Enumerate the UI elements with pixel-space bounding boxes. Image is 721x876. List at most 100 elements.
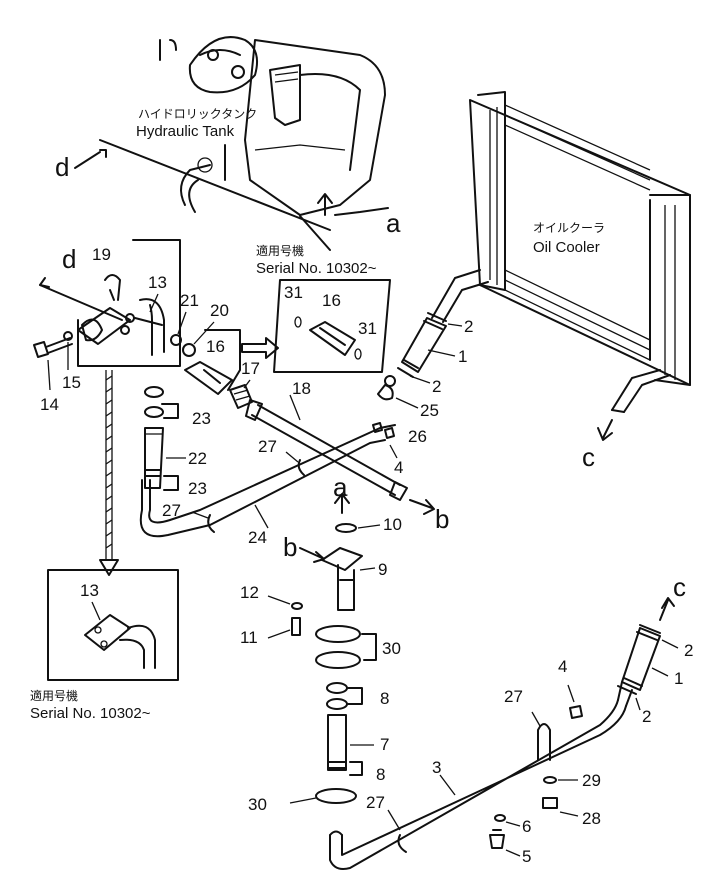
- clamp-2-lower-a: [636, 624, 661, 641]
- part-2-d: 2: [642, 707, 651, 726]
- part-7: 7: [380, 735, 389, 754]
- part-2-b: 2: [432, 377, 441, 396]
- part-24: 24: [248, 528, 267, 547]
- part-4-b: 4: [558, 657, 567, 676]
- arrow-down-inset: [99, 559, 119, 576]
- washer-12: [291, 602, 303, 610]
- clamp-2-upper-b: [397, 359, 419, 378]
- flange-9: [321, 547, 363, 571]
- part-21: 21: [180, 291, 199, 310]
- part-25: 25: [420, 401, 439, 420]
- letter-a-top: a: [386, 208, 401, 238]
- serial-label-en-bottom: Serial No. 10302~: [30, 705, 151, 722]
- inset-leader-hatched: [105, 370, 113, 560]
- clamp-bracket: [81, 318, 103, 342]
- part-22: 22: [188, 449, 207, 468]
- part-18: 18: [292, 379, 311, 398]
- clamp-23-a: [144, 386, 164, 398]
- connector-16: [184, 361, 233, 395]
- hydraulic-tank-label-en: Hydraulic Tank: [136, 123, 235, 140]
- elbow-13: [139, 298, 165, 356]
- clamp-30-a: [315, 625, 361, 643]
- nut-21: [170, 334, 182, 346]
- hydraulic-tank: [99, 36, 386, 251]
- hose-18-end-a: [245, 399, 263, 421]
- inset-box-top: [273, 279, 391, 373]
- part-27-d: 27: [504, 687, 523, 706]
- o-ring-6: [494, 814, 506, 822]
- flow-arrow-c-mid: [597, 419, 613, 441]
- u-bolt-19: [104, 274, 121, 301]
- oil-cooler: [469, 91, 691, 386]
- leader-d-top: [74, 151, 101, 169]
- part-14: 14: [40, 395, 59, 414]
- inset-connector-16: [309, 321, 356, 356]
- plug-26: [384, 427, 395, 439]
- part-5: 5: [522, 847, 531, 866]
- bracket-outline: [77, 239, 181, 367]
- letter-d-left: d: [62, 244, 76, 274]
- flow-arrow-c-bottom: [659, 597, 675, 621]
- serial-label-jp-bottom: 適用号機: [30, 688, 78, 703]
- clamp-27-c: [397, 834, 407, 853]
- part-27-a: 27: [258, 437, 277, 456]
- cooler-outlet-end: [611, 409, 625, 413]
- letter-c-bottom: c: [673, 572, 686, 602]
- o-ring-10: [335, 523, 357, 533]
- leader-d-left: [39, 284, 123, 321]
- part-3: 3: [432, 758, 441, 777]
- hose-18: [251, 404, 401, 496]
- part-26: 26: [408, 427, 427, 446]
- part-2-a: 2: [464, 317, 473, 336]
- part-23-a: 23: [192, 409, 211, 428]
- hose-18-end-b: [389, 481, 408, 501]
- cooler-inlet-pipe: [431, 269, 489, 323]
- clamp-30-c: [315, 788, 357, 804]
- part-31-b: 31: [358, 319, 377, 338]
- part-1-b: 1: [674, 669, 683, 688]
- part-19: 19: [92, 245, 111, 264]
- leader-a: [334, 207, 389, 216]
- part-30-a: 30: [382, 639, 401, 658]
- part-27-c: 27: [366, 793, 385, 812]
- leader-b-center: [299, 547, 325, 563]
- o-ring-31-b: [354, 348, 362, 360]
- part-13-b: 13: [80, 581, 99, 600]
- plug-4-lower: [569, 705, 583, 719]
- fitting-25: [377, 384, 394, 401]
- pipe-24: [139, 424, 396, 538]
- clamps-27-on-24: [207, 459, 305, 533]
- flow-arrow-a-center: [334, 493, 350, 514]
- part-12: 12: [240, 583, 259, 602]
- washer-20: [182, 343, 196, 357]
- part-8-b: 8: [376, 765, 385, 784]
- cooler-outlet-pipe: [611, 369, 671, 413]
- oil-cooler-label-jp: オイルクーラ: [533, 221, 605, 235]
- bolt-14: [33, 337, 73, 358]
- serial-label-en-top: Serial No. 10302~: [256, 260, 377, 277]
- letter-b-right: b: [435, 504, 449, 534]
- oil-cooler-label-en: Oil Cooler: [533, 239, 600, 256]
- letter-a-center: a: [333, 472, 348, 502]
- part-28: 28: [582, 809, 601, 828]
- adapter-17: [229, 384, 253, 409]
- part-6: 6: [522, 817, 531, 836]
- part-10: 10: [383, 515, 402, 534]
- part-1-a: 1: [458, 347, 467, 366]
- clamp-8-b: [326, 698, 348, 710]
- clamp-30-b: [315, 651, 361, 669]
- letter-b-center: b: [283, 532, 297, 562]
- pipe-3: [329, 699, 627, 870]
- u-bolt-27: [537, 723, 551, 761]
- part-2-c: 2: [684, 641, 693, 660]
- letter-d-top: d: [55, 152, 69, 182]
- part-17: 17: [241, 359, 260, 378]
- clamp-8-a: [326, 682, 348, 694]
- hydraulic-tank-label-jp: ハイドロリックタンク: [138, 107, 257, 121]
- part-16-a: 16: [206, 337, 225, 356]
- part-8-a: 8: [380, 689, 389, 708]
- part-13-a: 13: [148, 273, 167, 292]
- nut-28: [542, 797, 558, 809]
